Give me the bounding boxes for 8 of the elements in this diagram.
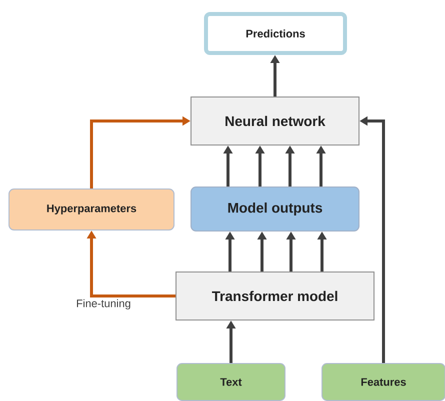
output-box: Predictions bbox=[204, 12, 347, 55]
input-box: Features bbox=[322, 363, 445, 401]
parameter-box: Hyperparameters bbox=[8, 188, 174, 230]
process-box: Transformer model bbox=[176, 272, 374, 320]
process-box: Neural network bbox=[190, 96, 360, 146]
input-box: Text bbox=[176, 363, 286, 401]
edge-label: Fine-tuning bbox=[75, 298, 132, 310]
output-box: Model outputs bbox=[190, 186, 360, 232]
